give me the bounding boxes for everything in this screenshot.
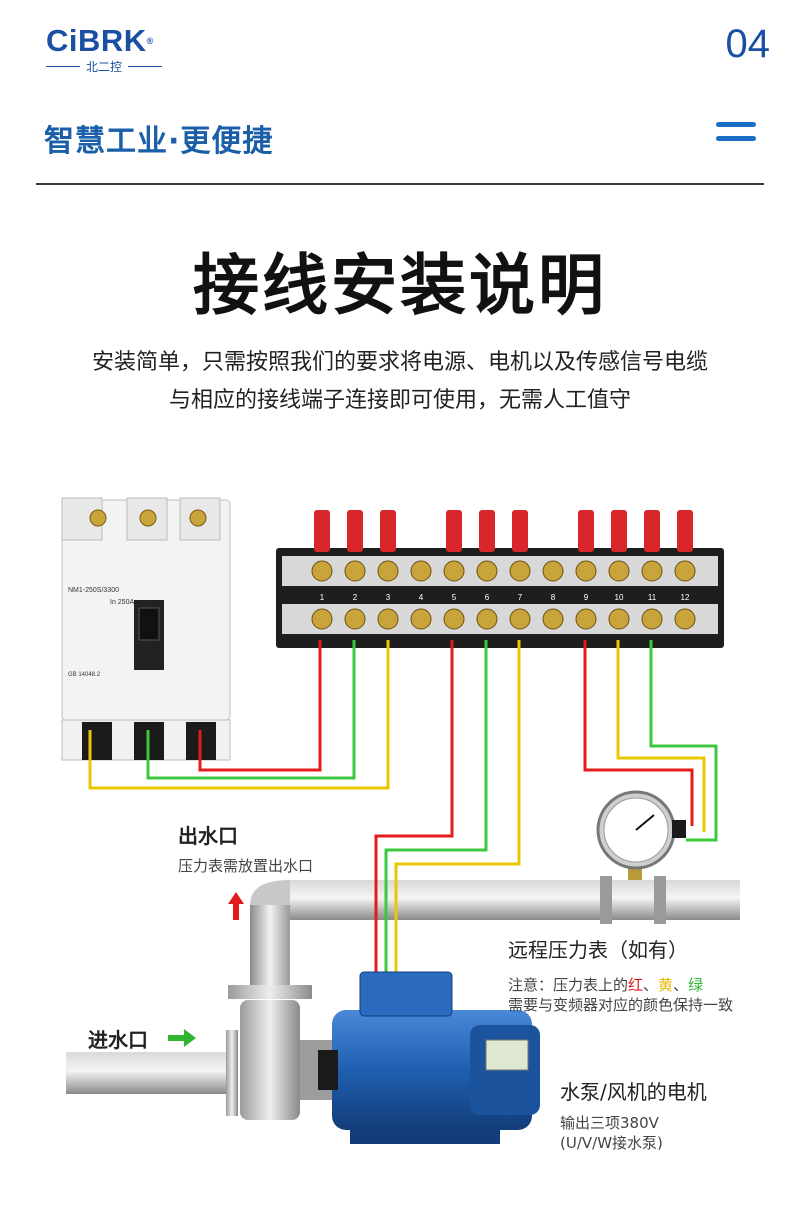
terminal-screw — [509, 608, 531, 630]
wire — [198, 640, 322, 772]
breaker-rating: In 250A — [110, 599, 134, 606]
terminal-screw — [443, 560, 465, 582]
logo-text: CiBRK — [46, 23, 147, 58]
terminal-screw — [377, 608, 399, 630]
terminal-number: 12 — [681, 593, 690, 602]
note-yellow: 黄 — [658, 976, 674, 994]
terminal-screw — [410, 560, 432, 582]
terminal-screw — [410, 608, 432, 630]
pressure-gauge — [596, 790, 686, 880]
terminal-number: 6 — [485, 593, 490, 602]
wire-lug — [479, 510, 495, 552]
wire — [88, 640, 390, 790]
terminal-number: 10 — [615, 593, 624, 602]
motor — [318, 971, 540, 1144]
terminal-screw — [311, 560, 333, 582]
brand-logo: CiBRK® 北二控 — [46, 23, 163, 75]
terminal-number: 2 — [353, 593, 358, 602]
wire — [384, 640, 488, 975]
slogan: 智慧工业·更便捷 — [44, 124, 274, 159]
wire-lug — [380, 510, 396, 552]
terminal-screw — [344, 560, 366, 582]
gauge-label: 远程压力表（如有） 注意：压力表上的红、黄、绿 需要与变频器对应的颜色保持一致 — [508, 934, 733, 1015]
terminal-screw — [542, 608, 564, 630]
description-line-1: 安装简单，只需按照我们的要求将电源、电机以及传感信号电缆 — [91, 350, 708, 375]
wire — [616, 640, 706, 832]
inlet-pipe — [66, 1030, 238, 1116]
terminal-screw — [608, 560, 630, 582]
terminal-screw — [575, 608, 597, 630]
note-green: 绿 — [688, 976, 704, 994]
motor-label: 水泵/风机的电机 输出三项380V (U/V/W接水泵) — [560, 1076, 707, 1153]
terminal-screw — [476, 608, 498, 630]
logo-subtitle: 北二控 — [86, 60, 123, 74]
page-description: 安装简单，只需按照我们的要求将电源、电机以及传感信号电缆 与相应的接线端子连接即… — [0, 344, 800, 420]
terminal-number: 4 — [419, 593, 424, 602]
inlet-title: 进水口 — [88, 1028, 148, 1052]
gauge-title: 远程压力表（如有） — [508, 938, 688, 962]
description-line-2: 与相应的接线端子连接即可使用，无需人工值守 — [168, 388, 631, 413]
terminal-screw — [311, 608, 333, 630]
note-line-2: 需要与变频器对应的颜色保持一致 — [508, 996, 734, 1014]
green-right-arrow-icon — [168, 1029, 196, 1047]
breaker-standard: GB 14048.2 — [68, 672, 101, 678]
wire-lug — [512, 510, 528, 552]
page-number: 04 — [725, 22, 771, 66]
terminal-number: 8 — [551, 593, 556, 602]
gauge-note: 注意：压力表上的红、黄、绿 需要与变频器对应的颜色保持一致 — [508, 975, 733, 1015]
breaker-model: NM1-250S/3300 — [68, 587, 119, 594]
page-title: 接线安装说明 — [193, 247, 607, 324]
note-sep-2: 、 — [673, 976, 689, 994]
wire — [394, 640, 521, 975]
red-up-arrow-icon — [228, 892, 244, 920]
header-divider — [36, 183, 764, 185]
wire-lug — [677, 510, 693, 552]
wiring — [88, 640, 718, 975]
terminal-screw — [641, 608, 663, 630]
terminal-screw — [674, 560, 696, 582]
terminal-screw — [476, 560, 498, 582]
outlet-title: 出水口 — [178, 824, 238, 848]
outlet-subtitle: 压力表需放置出水口 — [178, 857, 314, 875]
terminal-number: 1 — [320, 593, 325, 602]
terminal-screw — [542, 560, 564, 582]
wire-lug — [611, 510, 627, 552]
motor-title: 水泵/风机的电机 — [560, 1080, 707, 1104]
terminal-number: 11 — [648, 593, 657, 602]
note-sep-1: 、 — [643, 976, 659, 994]
motor-sub-1: 输出三项380V — [560, 1114, 659, 1132]
terminal-screw — [377, 560, 399, 582]
motor-sub-2: (U/V/W接水泵) — [560, 1134, 663, 1152]
terminal-number: 9 — [584, 593, 589, 602]
circuit-breaker: NM1-250S/3300 In 250A GB 14048.2 — [61, 497, 231, 761]
outlet-pipe — [228, 876, 740, 999]
terminal-screw — [641, 560, 663, 582]
wire-lug — [446, 510, 462, 552]
terminal-screw — [509, 560, 531, 582]
wire — [583, 640, 694, 826]
terminal-screw — [608, 608, 630, 630]
terminal-number: 7 — [518, 593, 523, 602]
outlet-label: 出水口 压力表需放置出水口 — [178, 820, 313, 876]
wire — [374, 640, 454, 975]
terminal-number: 5 — [452, 593, 457, 602]
terminal-screw — [344, 608, 366, 630]
hamburger-menu-icon[interactable] — [716, 122, 756, 150]
terminal-screw — [443, 608, 465, 630]
wire — [146, 640, 356, 780]
wire-lug — [644, 510, 660, 552]
note-prefix: 注意：压力表上的 — [508, 976, 629, 994]
logo-registered-mark: ® — [146, 36, 154, 46]
inlet-label: 进水口 — [88, 1024, 148, 1053]
terminal-screw — [674, 608, 696, 630]
wire-lug — [578, 510, 594, 552]
wire-lug — [347, 510, 363, 552]
wire-lug — [314, 510, 330, 552]
wire — [649, 640, 718, 842]
terminal-screw — [575, 560, 597, 582]
terminal-number: 3 — [386, 593, 391, 602]
note-red: 红 — [628, 976, 644, 994]
